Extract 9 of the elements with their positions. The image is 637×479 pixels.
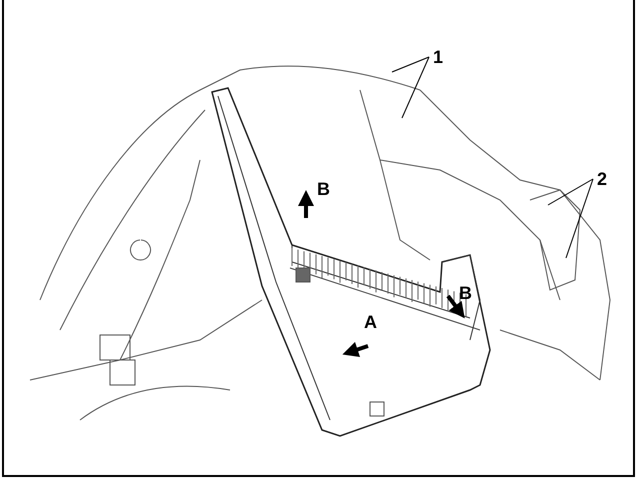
callout-number: 2 [596,170,607,188]
leader-line [392,56,430,72]
callout-letter: A [364,313,377,331]
callout-number: 1 [432,48,443,66]
callout-letter: B [459,284,472,302]
leader-line [566,178,594,258]
leader-line [402,56,430,118]
callout-letter: B [317,180,330,198]
leader-line [548,178,594,206]
